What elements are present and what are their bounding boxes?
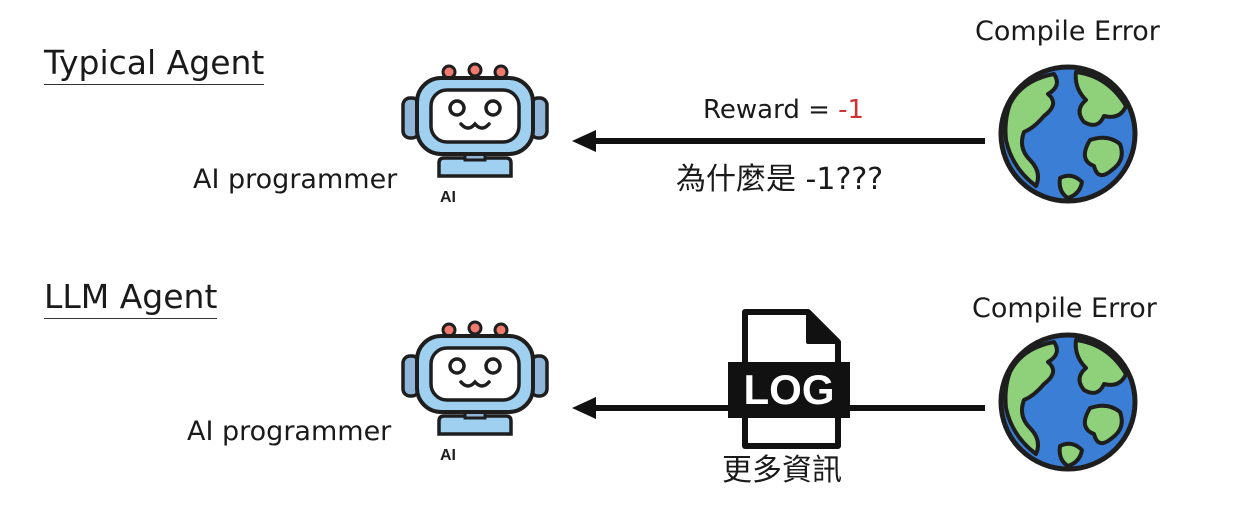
heading-typical-agent: Typical Agent (44, 46, 265, 85)
reward-question: 為什麼是 -1??? (676, 162, 884, 197)
agent-label-typical: AI programmer (193, 164, 398, 195)
reward-label: Reward = -1 (703, 97, 864, 123)
robot-badge-text: AI (440, 447, 456, 464)
log-file-icon: LOG (728, 309, 850, 449)
earth-icon (1001, 335, 1135, 469)
agent-label-llm: AI programmer (187, 416, 392, 447)
robot-badge-text: AI (440, 189, 456, 206)
heading-llm-agent: LLM Agent (44, 280, 218, 319)
env-label-llm: Compile Error (972, 293, 1157, 324)
earth-icon (1001, 67, 1135, 201)
reward-prefix: Reward = (703, 95, 839, 125)
info-text: 更多資訊 (722, 453, 842, 488)
log-text: LOG (744, 366, 835, 413)
env-label-typical: Compile Error (975, 16, 1160, 47)
arrow-left-icon (572, 130, 985, 152)
robot-icon (401, 320, 549, 436)
robot-icon (401, 62, 549, 178)
reward-value: -1 (838, 95, 865, 125)
